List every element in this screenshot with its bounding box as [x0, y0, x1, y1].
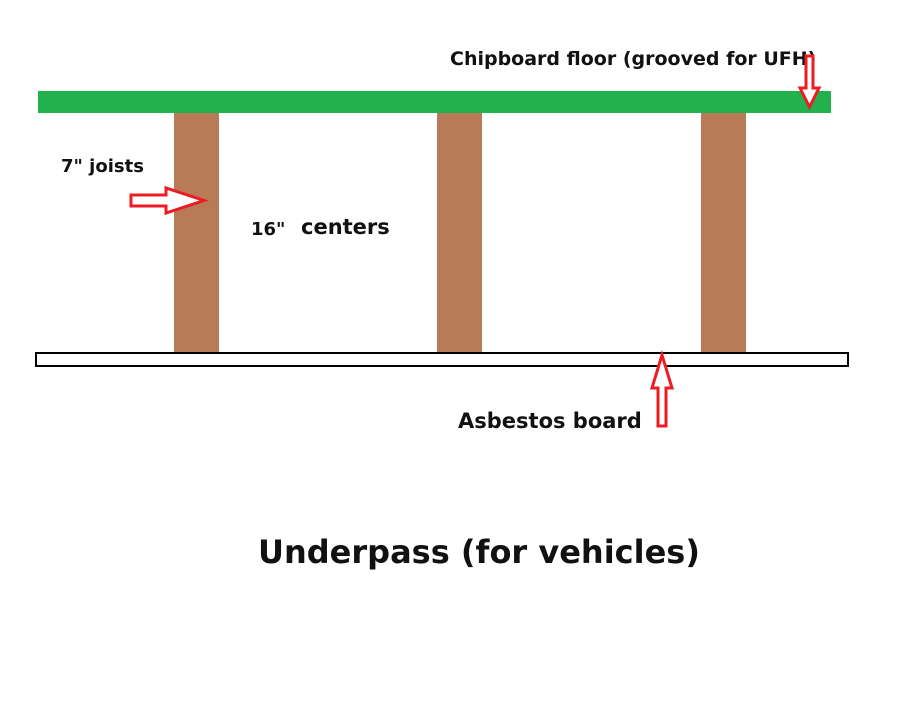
spacing-value-label: 16"	[251, 219, 286, 240]
joist	[437, 113, 482, 353]
joist	[701, 113, 746, 353]
up-arrow-icon	[649, 349, 675, 428]
right-arrow-icon	[129, 185, 209, 216]
chipboard-floor-label: Chipboard floor (grooved for UFH)	[450, 48, 817, 70]
arrow-shape	[797, 54, 822, 111]
underpass-label: Underpass (for vehicles)	[258, 533, 700, 571]
joists-label: 7" joists	[61, 156, 144, 177]
arrow-shape	[649, 349, 675, 428]
chipboard-floor	[38, 91, 831, 113]
asbestos-board	[35, 352, 849, 367]
asbestos-board-label: Asbestos board	[458, 409, 642, 433]
arrow-shape	[129, 185, 209, 216]
down-arrow-icon	[797, 54, 822, 111]
joist	[174, 113, 219, 353]
spacing-unit-label: centers	[301, 215, 390, 239]
